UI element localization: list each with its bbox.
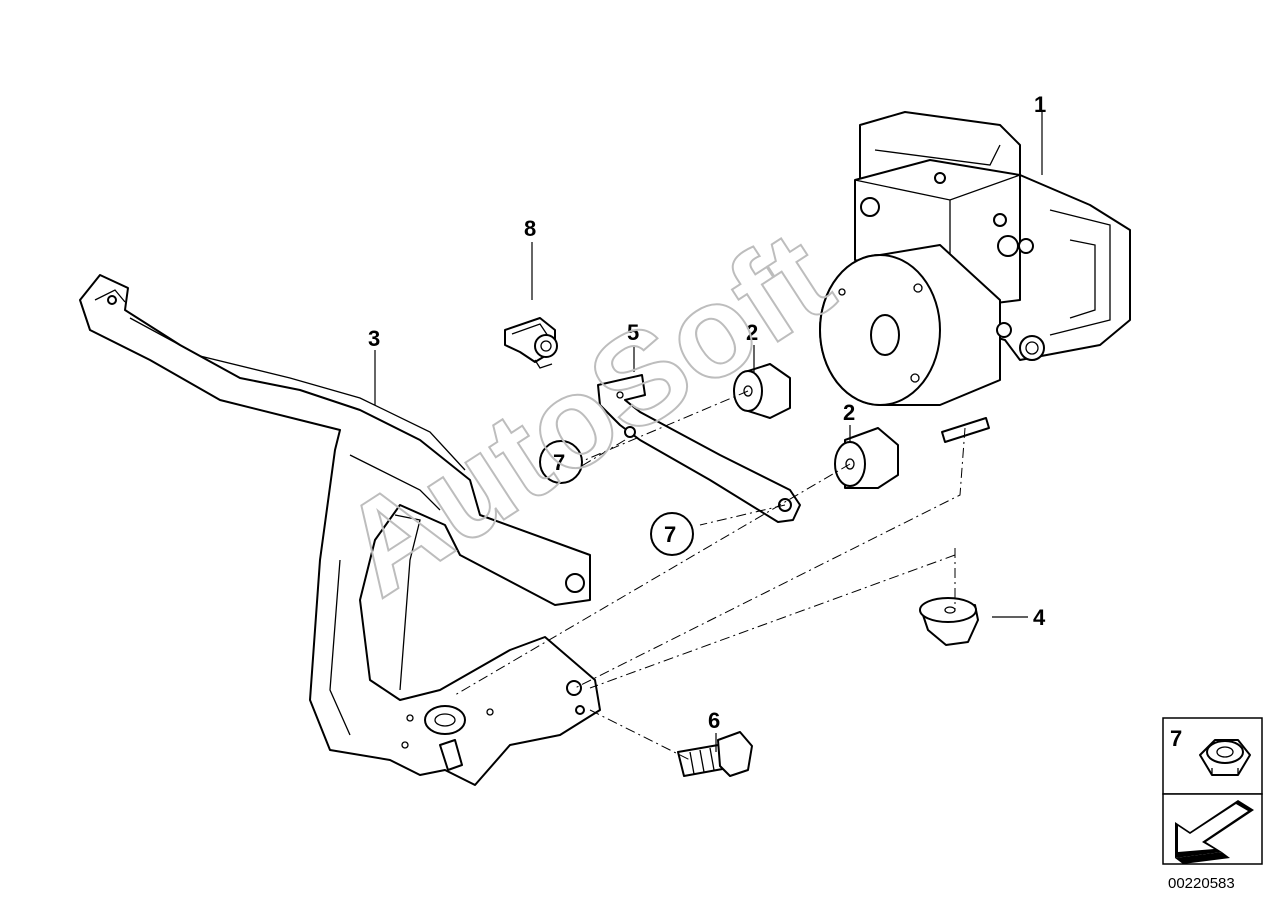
- clip-part: [504, 317, 558, 369]
- callout-7-lower: 7: [664, 522, 676, 547]
- callout-8: 8: [524, 216, 536, 241]
- rubber-mount-lower: [834, 427, 899, 489]
- bolt: [677, 731, 753, 777]
- callout-5: 5: [627, 320, 639, 345]
- nut-icon: [1199, 739, 1251, 776]
- callout-6: 6: [708, 708, 720, 733]
- grommet: [919, 597, 979, 646]
- callouts: 1 8 3 5 2 2 4 6 7 7: [368, 92, 1046, 733]
- abs-hydraulic-unit: [819, 111, 1131, 443]
- callout-3: 3: [368, 326, 380, 351]
- callout-2-lower: 2: [843, 400, 855, 425]
- callout-4: 4: [1033, 605, 1046, 630]
- diagram-code: 00220583: [1168, 875, 1235, 892]
- direction-arrow-icon: [1175, 800, 1254, 864]
- rubber-mount-upper: [733, 363, 791, 419]
- callout-1: 1: [1034, 92, 1046, 117]
- leader-lines: [374, 112, 1043, 752]
- direction-box: [1162, 793, 1263, 865]
- main-bracket: [79, 274, 601, 786]
- legend-box: 7: [1162, 717, 1263, 795]
- assembly-lines: [454, 390, 966, 761]
- callout-7-upper: 7: [553, 450, 565, 475]
- legend-label: 7: [1170, 726, 1182, 751]
- callout-2-upper: 2: [746, 320, 758, 345]
